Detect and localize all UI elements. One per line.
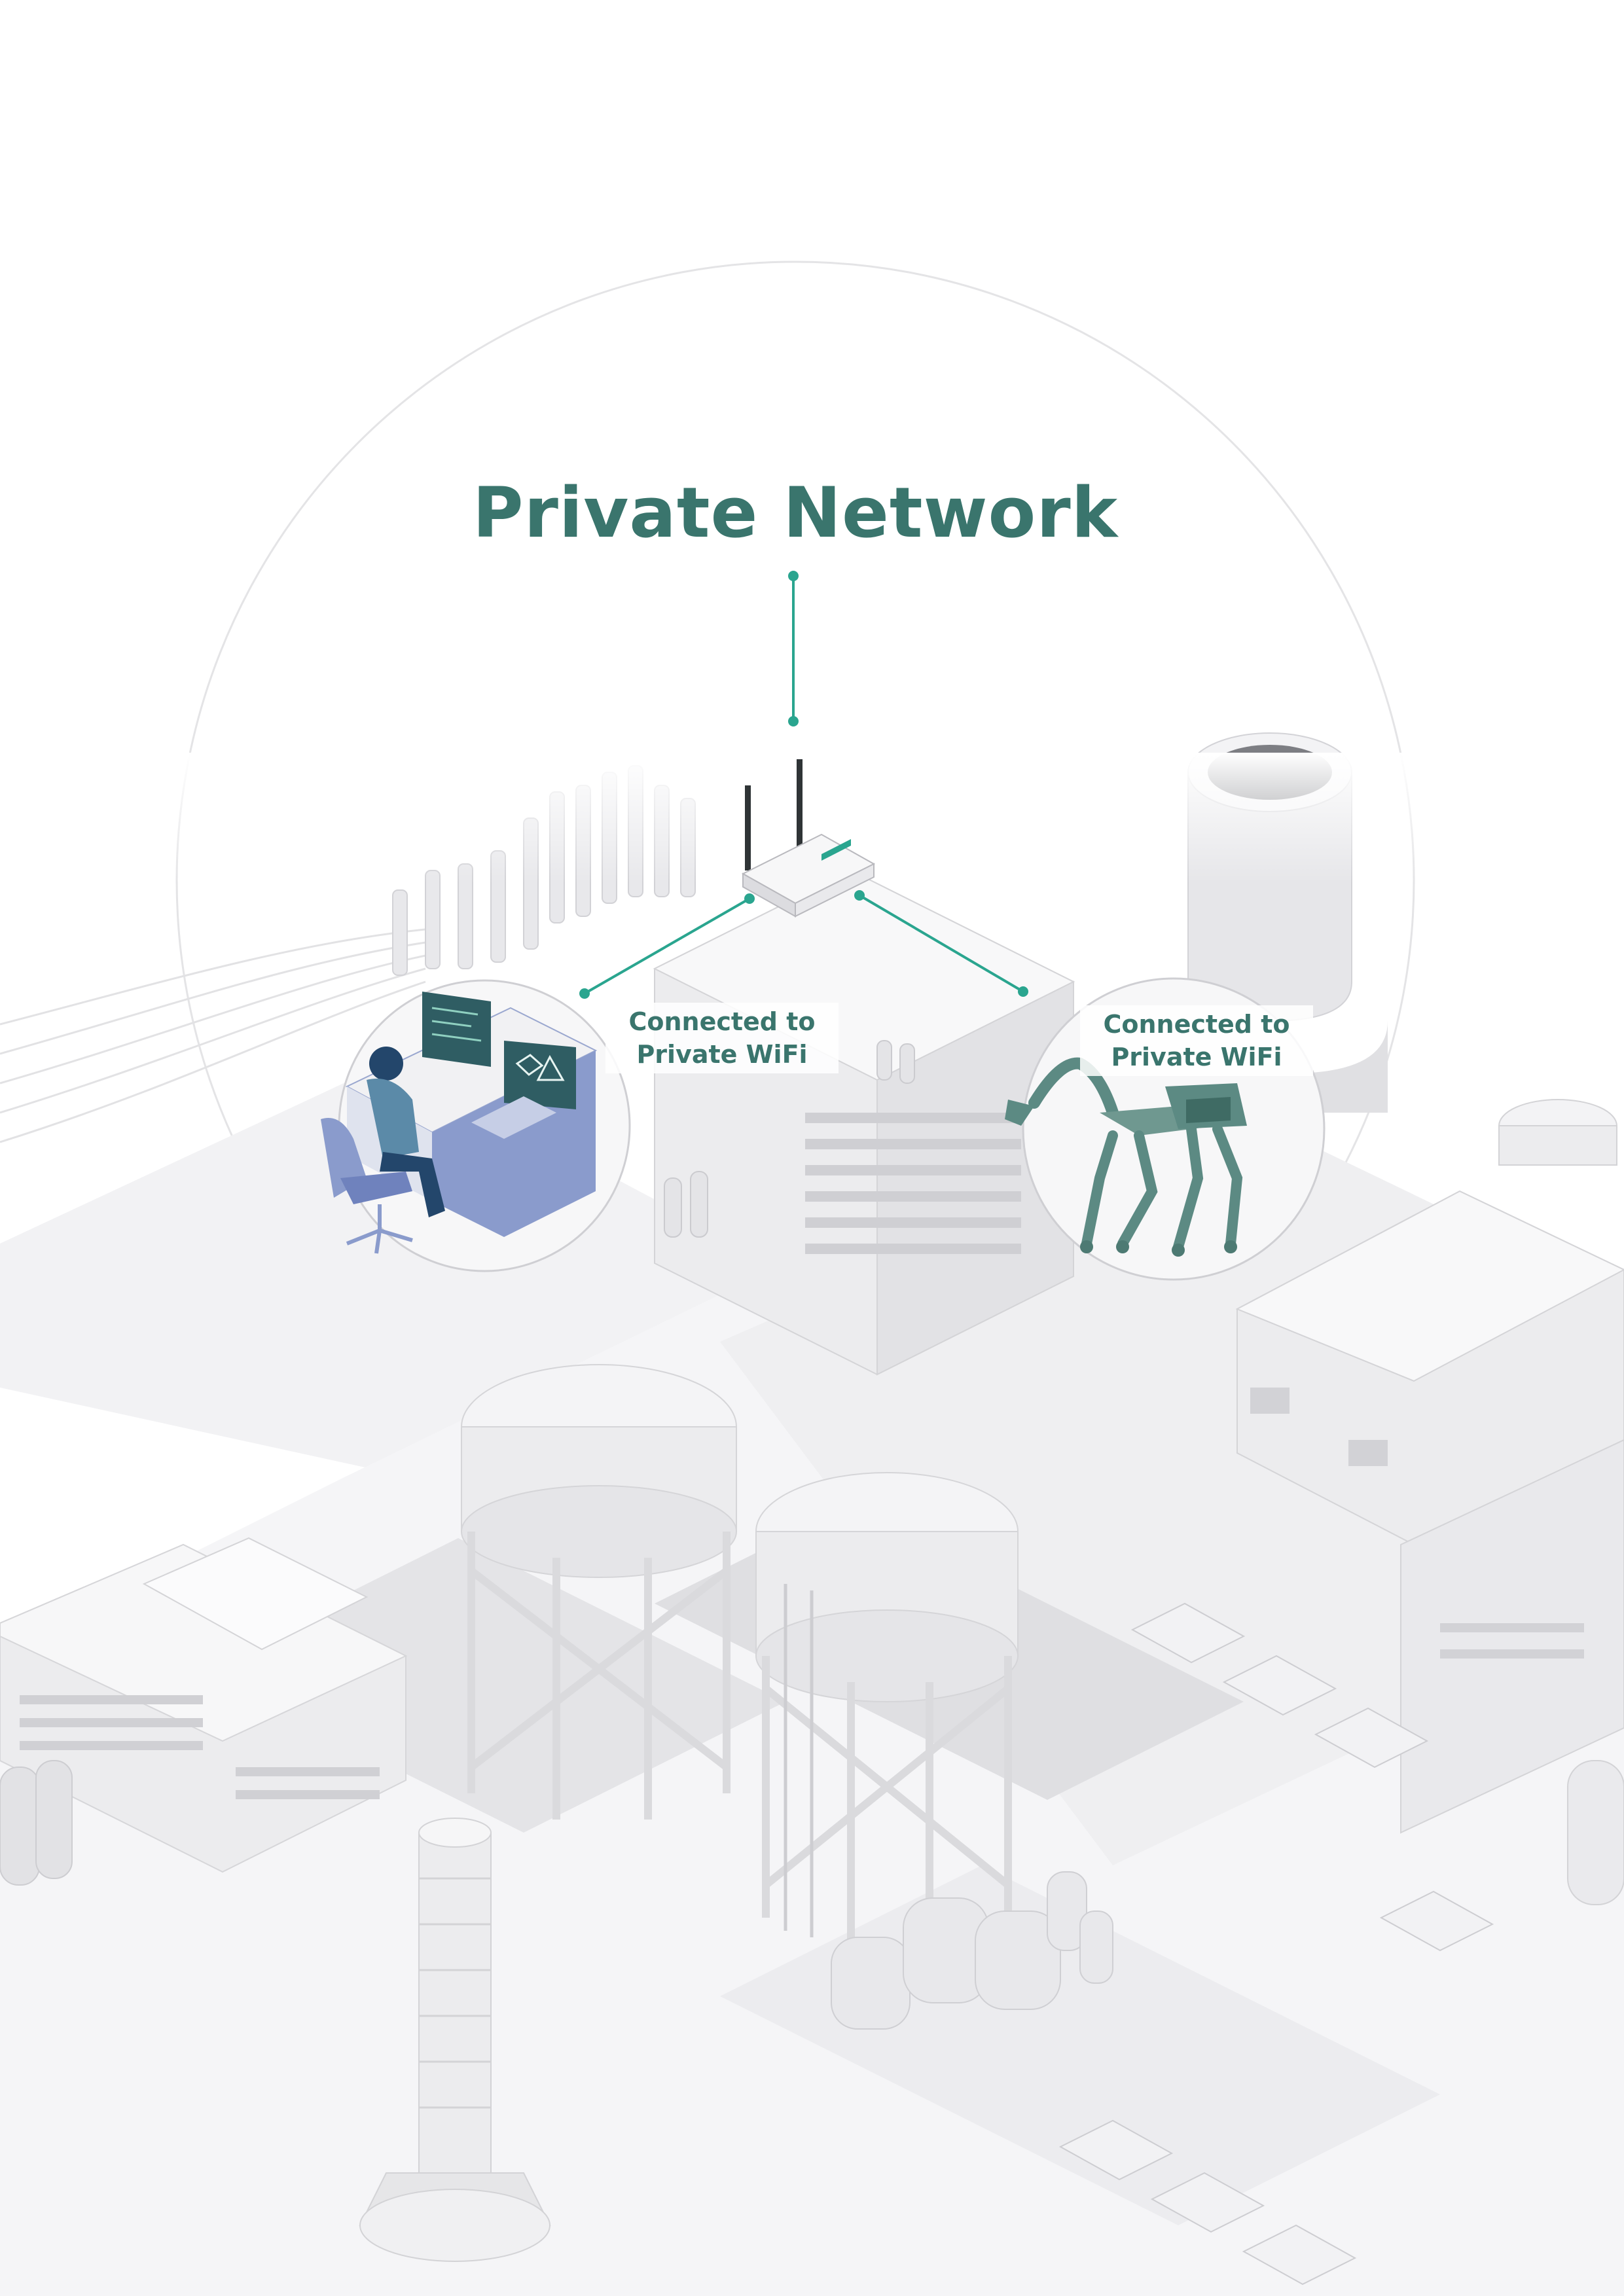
label-line-1: Connected to [1103,1010,1290,1039]
rooftop-fans [1058,1602,1494,2286]
right-buildings [1235,1099,1624,1905]
water-tower-center [755,1472,1019,1950]
connector-dots [579,571,1028,999]
central-building [653,869,1075,1376]
label-line-2: Private WiFi [1111,1043,1282,1071]
robot-dog-with-arm-icon [1005,1057,1247,1257]
network-connectors [584,576,1024,995]
label-line-1: Connected to [628,1007,816,1036]
smokestack [359,1818,551,2262]
wifi-router-icon [741,759,876,918]
left-factory-building [0,1537,408,1886]
operator-at-desk-icon [321,992,598,1254]
storage-tanks [831,1871,1113,2030]
water-tower-left [461,1364,737,1820]
operator-connection-label: Connected to Private WiFi [605,1003,839,1073]
robot-connection-label: Connected to Private WiFi [1080,1005,1313,1076]
page-title: Private Network [472,473,1119,553]
label-line-2: Private WiFi [636,1040,808,1069]
cable-lines [0,928,426,1143]
